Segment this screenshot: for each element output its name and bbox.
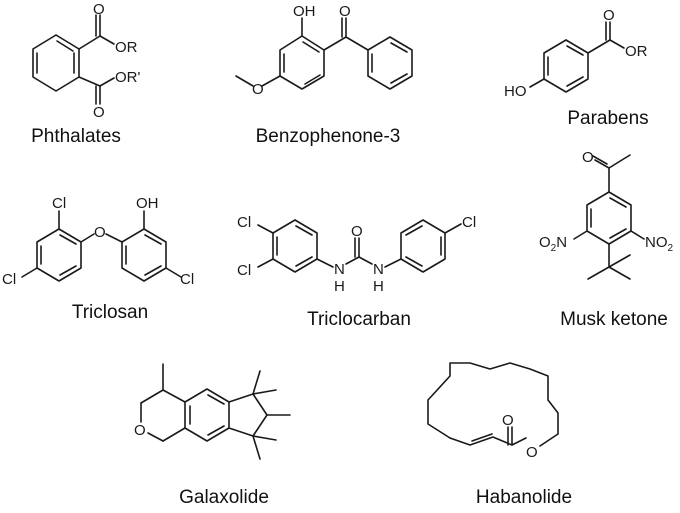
label-habanolide: Habanolide <box>475 487 573 508</box>
atom-OH: OH <box>293 3 316 20</box>
phthalates-structure: O OR OR' O <box>32 1 141 121</box>
atom-Cl: Cl <box>52 195 66 212</box>
atom-O2N: O2N <box>539 234 567 254</box>
atom-NO2: NO2 <box>645 234 674 254</box>
atom-O: O <box>582 149 594 166</box>
atom-N: N <box>334 261 345 278</box>
atom-O: O <box>93 104 105 121</box>
musk-ketone-structure: O O2N NO2 <box>539 149 674 280</box>
label-musk-ketone: Musk ketone <box>560 309 668 330</box>
label-benzophenone-3: Benzophenone-3 <box>255 126 401 147</box>
atom-H: H <box>334 278 345 295</box>
label-triclosan: Triclosan <box>71 302 149 323</box>
atom-N: N <box>373 261 384 278</box>
atom-Cl: Cl <box>462 214 476 231</box>
atom-Cl: Cl <box>237 262 251 279</box>
atom-OR: OR <box>115 39 138 56</box>
benzophenone-3-structure: OH O O <box>235 3 413 98</box>
label-parabens: Parabens <box>567 108 649 129</box>
label-phthalates: Phthalates <box>31 126 121 147</box>
triclosan-structure: Cl Cl O OH Cl <box>2 195 194 288</box>
atom-O: O <box>94 224 106 241</box>
triclocarban-structure: Cl Cl N H O N H Cl <box>237 214 476 295</box>
atom-HO: HO <box>504 83 527 100</box>
atom-O: O <box>93 1 105 18</box>
parabens-structure: O OR HO <box>504 7 648 100</box>
atom-O: O <box>502 412 514 429</box>
atom-Cl: Cl <box>2 271 16 288</box>
atom-ORprime: OR' <box>115 69 141 86</box>
atom-OR: OR <box>625 43 648 60</box>
atom-O: O <box>603 7 615 24</box>
atom-O: O <box>252 81 264 98</box>
label-galaxolide: Galaxolide <box>179 487 269 508</box>
atom-H: H <box>373 278 384 295</box>
atom-O: O <box>134 422 146 439</box>
atom-Cl: Cl <box>180 271 194 288</box>
label-triclocarban: Triclocarban <box>307 309 411 330</box>
atom-Cl: Cl <box>237 214 251 231</box>
atom-O: O <box>339 3 351 20</box>
habanolide-structure: O O <box>427 362 559 461</box>
atom-O: O <box>526 444 538 461</box>
atom-O: O <box>351 223 363 240</box>
galaxolide-structure: O <box>134 363 291 460</box>
atom-OH: OH <box>136 195 159 212</box>
